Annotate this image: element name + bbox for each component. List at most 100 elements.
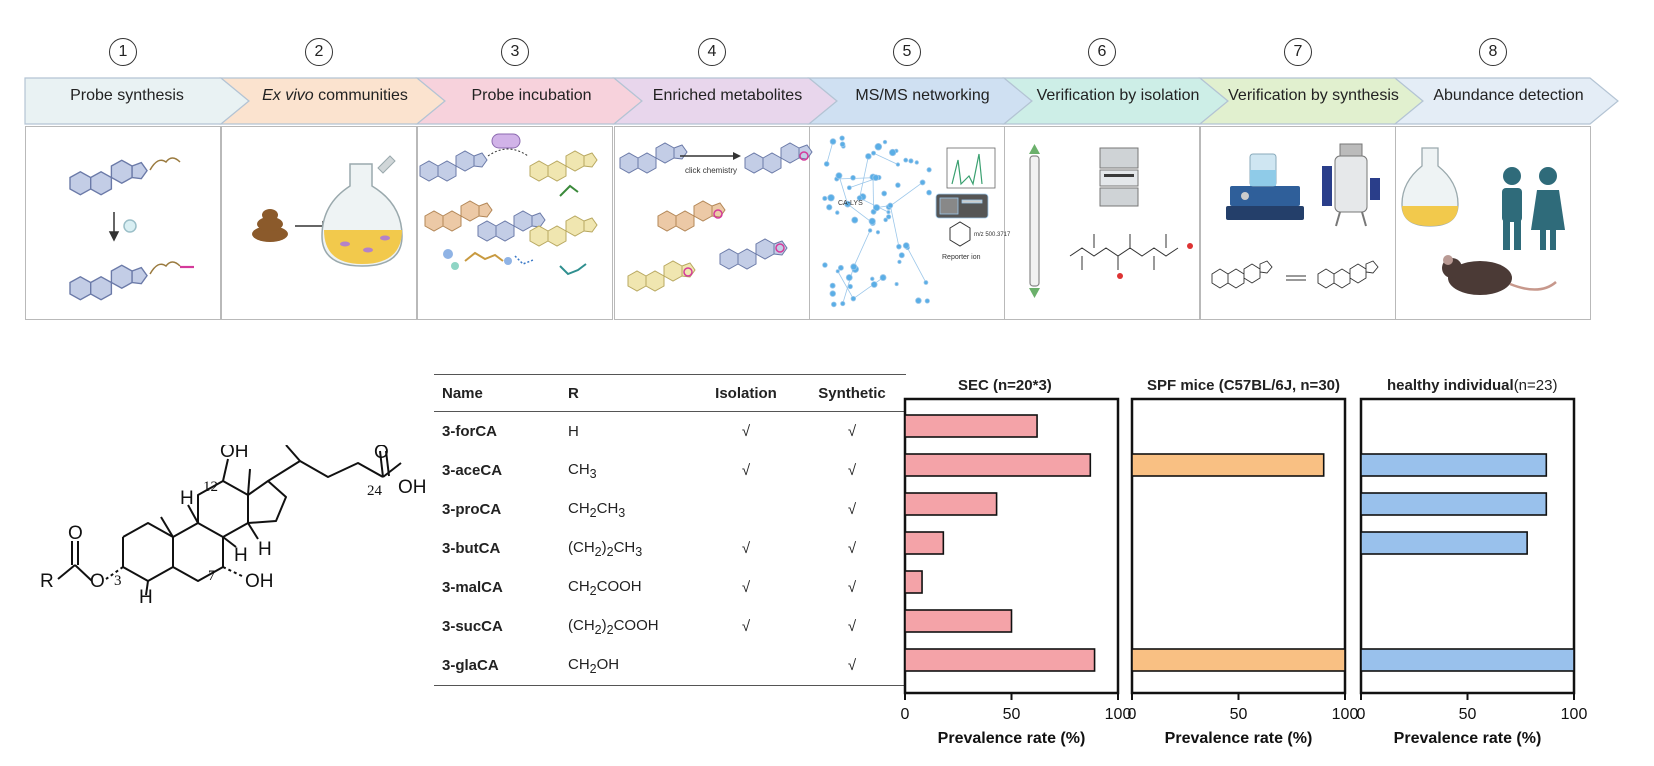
- atom-h14: H: [258, 539, 272, 560]
- cell-r: (CH2)2CH3: [568, 538, 643, 559]
- cell-name: 3-proCA: [442, 501, 502, 518]
- isolation-art: [1029, 144, 1193, 298]
- chart-1-title: SEC (n=20*3): [958, 377, 1052, 394]
- reporter-ion-label: Reporter ion: [942, 254, 981, 261]
- cell-name: 3-glaCA: [434, 646, 568, 686]
- step-title-6: Verification by isolation: [1036, 87, 1200, 104]
- chart-1-bar-3-proCA: [904, 492, 998, 516]
- chart-1-bar-3-butCA: [904, 531, 945, 555]
- cell-r: CH2OH: [568, 646, 694, 686]
- step-title-italic: Ex vivo: [262, 87, 319, 104]
- header-name: Name: [442, 384, 483, 402]
- step-number-5: 5: [893, 38, 921, 66]
- chart-1-bar-3-forCA: [904, 414, 1038, 438]
- locant-c7: 7: [208, 568, 216, 584]
- chart-2-title: SPF mice (C57BL/6J, n=30): [1147, 377, 1340, 394]
- probe-table: Name R Isolation Synthetic 3-forCA H √ √ 3-a…: [434, 374, 906, 686]
- workflow-arrows: [24, 77, 1619, 125]
- table-row: 3-sucCA (CH2)2COOH √ √: [434, 607, 906, 646]
- abundance-art: [1401, 147, 1565, 295]
- cell-synthetic: √: [847, 462, 857, 479]
- table-row: 3-malCA CH2COOH √ √: [434, 568, 906, 607]
- chart-1-bar-3-aceCA: [904, 453, 1092, 477]
- step-title-2: Ex vivo communities: [262, 87, 408, 104]
- chart-1-bar-3-malCA: [904, 570, 923, 594]
- atom-o-ester-double: O: [68, 523, 83, 544]
- step-title-8: Abundance detection: [1433, 87, 1584, 104]
- cell-synthetic: √: [847, 579, 857, 596]
- poop-icon: [252, 209, 288, 242]
- cell-isolation: √: [741, 540, 751, 557]
- chart-3-bar-3-proCA: [1360, 492, 1548, 516]
- chart-1-tick-label: 100: [1105, 706, 1132, 723]
- chart-1-bar-3-sucCA: [904, 609, 1013, 633]
- chemical-structure: OH OH OH O O O R H H H H 3 7 12 24: [40, 445, 427, 608]
- cell-r: H: [568, 423, 579, 440]
- flask-icon: [321, 155, 403, 267]
- cell-isolation: √: [741, 579, 751, 596]
- chart-1-xlabel: Prevalence rate (%): [938, 730, 1086, 747]
- woman-icon: [1531, 167, 1565, 250]
- cell-isolation: √: [741, 618, 751, 635]
- chart-3-bar-3-glaCA: [1360, 648, 1575, 672]
- enriched-metabolites-art: [619, 142, 813, 292]
- atom-o-ester: O: [90, 571, 105, 592]
- chart-3-xlabel: Prevalence rate (%): [1394, 730, 1542, 747]
- chart-3-tick-label: 0: [1357, 706, 1366, 723]
- cell-synthetic: √: [847, 540, 857, 557]
- cell-name: 3-malCA: [442, 579, 503, 596]
- atom-h9: H: [180, 488, 194, 509]
- table-row: 3-butCA (CH2)2CH3 √ √: [434, 529, 906, 568]
- cell-name: 3-forCA: [442, 423, 497, 440]
- step-title-5: MS/MS networking: [855, 87, 990, 104]
- step-title-7: Verification by synthesis: [1228, 87, 1399, 104]
- cell-synthetic: √: [847, 501, 857, 518]
- step-number-8: 8: [1479, 38, 1507, 66]
- cell-synthetic: √: [847, 423, 857, 440]
- cell-r: CH2COOH: [568, 577, 642, 598]
- ca-lys-label: CA-LYS: [838, 200, 863, 207]
- header-r: R: [568, 384, 579, 402]
- chart-3-bar-3-butCA: [1360, 531, 1528, 555]
- atom-o-keto: O: [374, 445, 389, 463]
- mouse-icon: [1442, 255, 1557, 295]
- chart-2-xlabel: Prevalence rate (%): [1165, 730, 1313, 747]
- step-title-4: Enriched metabolites: [652, 87, 803, 104]
- chart-2-tick-label: 50: [1230, 706, 1248, 723]
- cell-isolation: [694, 646, 798, 686]
- locant-c24: 24: [367, 483, 383, 499]
- chart-3-title: healthy individual(n=23): [1387, 377, 1558, 394]
- header-synthetic: Synthetic: [818, 384, 886, 402]
- chart-1-tick-label: 50: [1003, 706, 1021, 723]
- panel-illustrations: [69, 133, 1565, 308]
- step-number-2: 2: [305, 38, 333, 66]
- atom-oh24: OH: [398, 477, 427, 498]
- cell-synthetic: √: [847, 618, 857, 635]
- cell-name: 3-sucCA: [442, 618, 503, 635]
- step-number-1: 1: [109, 38, 137, 66]
- cell-r: CH3: [568, 460, 597, 481]
- step-number-4: 4: [698, 38, 726, 66]
- atom-oh12: OH: [220, 445, 249, 462]
- cell-name: 3-aceCA: [442, 462, 503, 479]
- mz-label: m/z 500.3717: [974, 232, 1011, 238]
- atom-h8: H: [234, 545, 248, 566]
- chart-1-tick-label: 0: [901, 706, 910, 723]
- table-header: Name R Isolation Synthetic: [434, 374, 906, 412]
- chart-2-tick-label: 0: [1128, 706, 1137, 723]
- cell-synthetic: √: [798, 646, 906, 686]
- step-arrow-8: [1393, 77, 1619, 125]
- down-arrow: [108, 212, 137, 242]
- cell-name: 3-butCA: [442, 540, 501, 557]
- cell-r: (CH2)2COOH: [568, 616, 659, 637]
- chart-3-tick-label: 50: [1459, 706, 1477, 723]
- atom-r: R: [40, 571, 54, 592]
- atom-oh7: OH: [245, 571, 274, 592]
- atom-h5: H: [139, 587, 153, 608]
- chart-1-bar-3-glaCA: [904, 648, 1096, 672]
- cell-isolation: √: [741, 462, 751, 479]
- chart-2-tick-label: 100: [1332, 706, 1359, 723]
- click-chemistry-label: click chemistry: [685, 166, 738, 175]
